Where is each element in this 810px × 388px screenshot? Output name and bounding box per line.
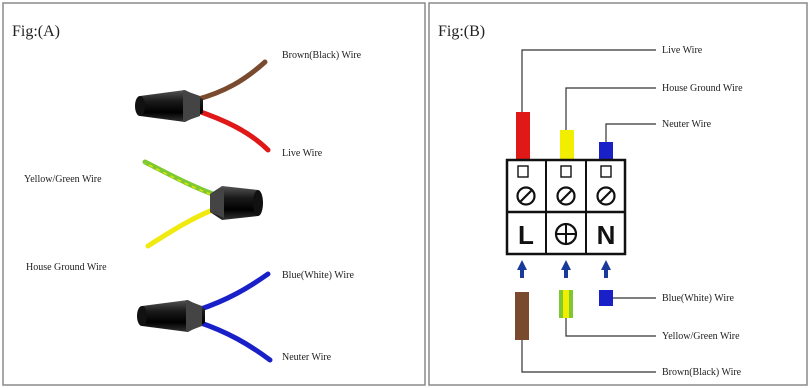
- label-b-blue-white-wire: Blue(White) Wire: [662, 293, 734, 304]
- blue-wire-lower: [195, 319, 273, 363]
- arrow-up-icon: [517, 260, 527, 278]
- wire-nut-yellow-green: [142, 159, 263, 249]
- label-a-yellow-green-wire: Yellow/Green Wire: [24, 174, 102, 185]
- leader-lines-top: [521, 49, 656, 142]
- blue-wire-upper: [195, 271, 271, 313]
- arrow-up-icon: [561, 260, 571, 278]
- brown-wire-end: [515, 292, 529, 340]
- arrow-up-icon: [601, 260, 611, 278]
- label-b-brown-black-wire: Brown(Black) Wire: [662, 367, 742, 378]
- label-a-brown-black-wire: Brown(Black) Wire: [282, 50, 362, 61]
- label-a-neuter-wire: Neuter Wire: [282, 352, 332, 363]
- brown-wire: [192, 59, 268, 103]
- panel-a-title: Fig:(A): [12, 23, 60, 40]
- label-a-blue-white-wire: Blue(White) Wire: [282, 270, 354, 281]
- yellow-green-wire: [142, 159, 221, 199]
- wire-nut-brown-red: [135, 59, 271, 153]
- label-a-house-ground-wire: House Ground Wire: [26, 262, 107, 273]
- panel-b-title: Fig:(B): [438, 23, 485, 40]
- yellow-green-wire-end: [559, 290, 573, 318]
- label-b-house-ground-wire: House Ground Wire: [662, 83, 743, 94]
- terminal-block: L N: [505, 158, 627, 256]
- screw-icon: [556, 186, 576, 206]
- label-b-yellow-green-wire: Yellow/Green Wire: [662, 331, 740, 342]
- screw-icon: [596, 186, 616, 206]
- terminal-n-label: N: [597, 220, 616, 250]
- blue-wire-end: [599, 290, 613, 306]
- wire-nut-blue: [137, 271, 273, 363]
- terminal-l-label: L: [518, 220, 534, 250]
- red-wire: [192, 107, 271, 153]
- neuter-wire-end: [599, 142, 613, 160]
- leader-lines-bottom: [521, 297, 656, 373]
- screw-icon: [516, 186, 536, 206]
- label-b-live-wire: Live Wire: [662, 45, 703, 56]
- earth-ground-icon: [554, 222, 578, 246]
- live-wire-end: [516, 112, 530, 160]
- ground-wire-end: [560, 130, 574, 160]
- label-b-neuter-wire: Neuter Wire: [662, 119, 712, 130]
- label-a-live-wire: Live Wire: [282, 148, 323, 159]
